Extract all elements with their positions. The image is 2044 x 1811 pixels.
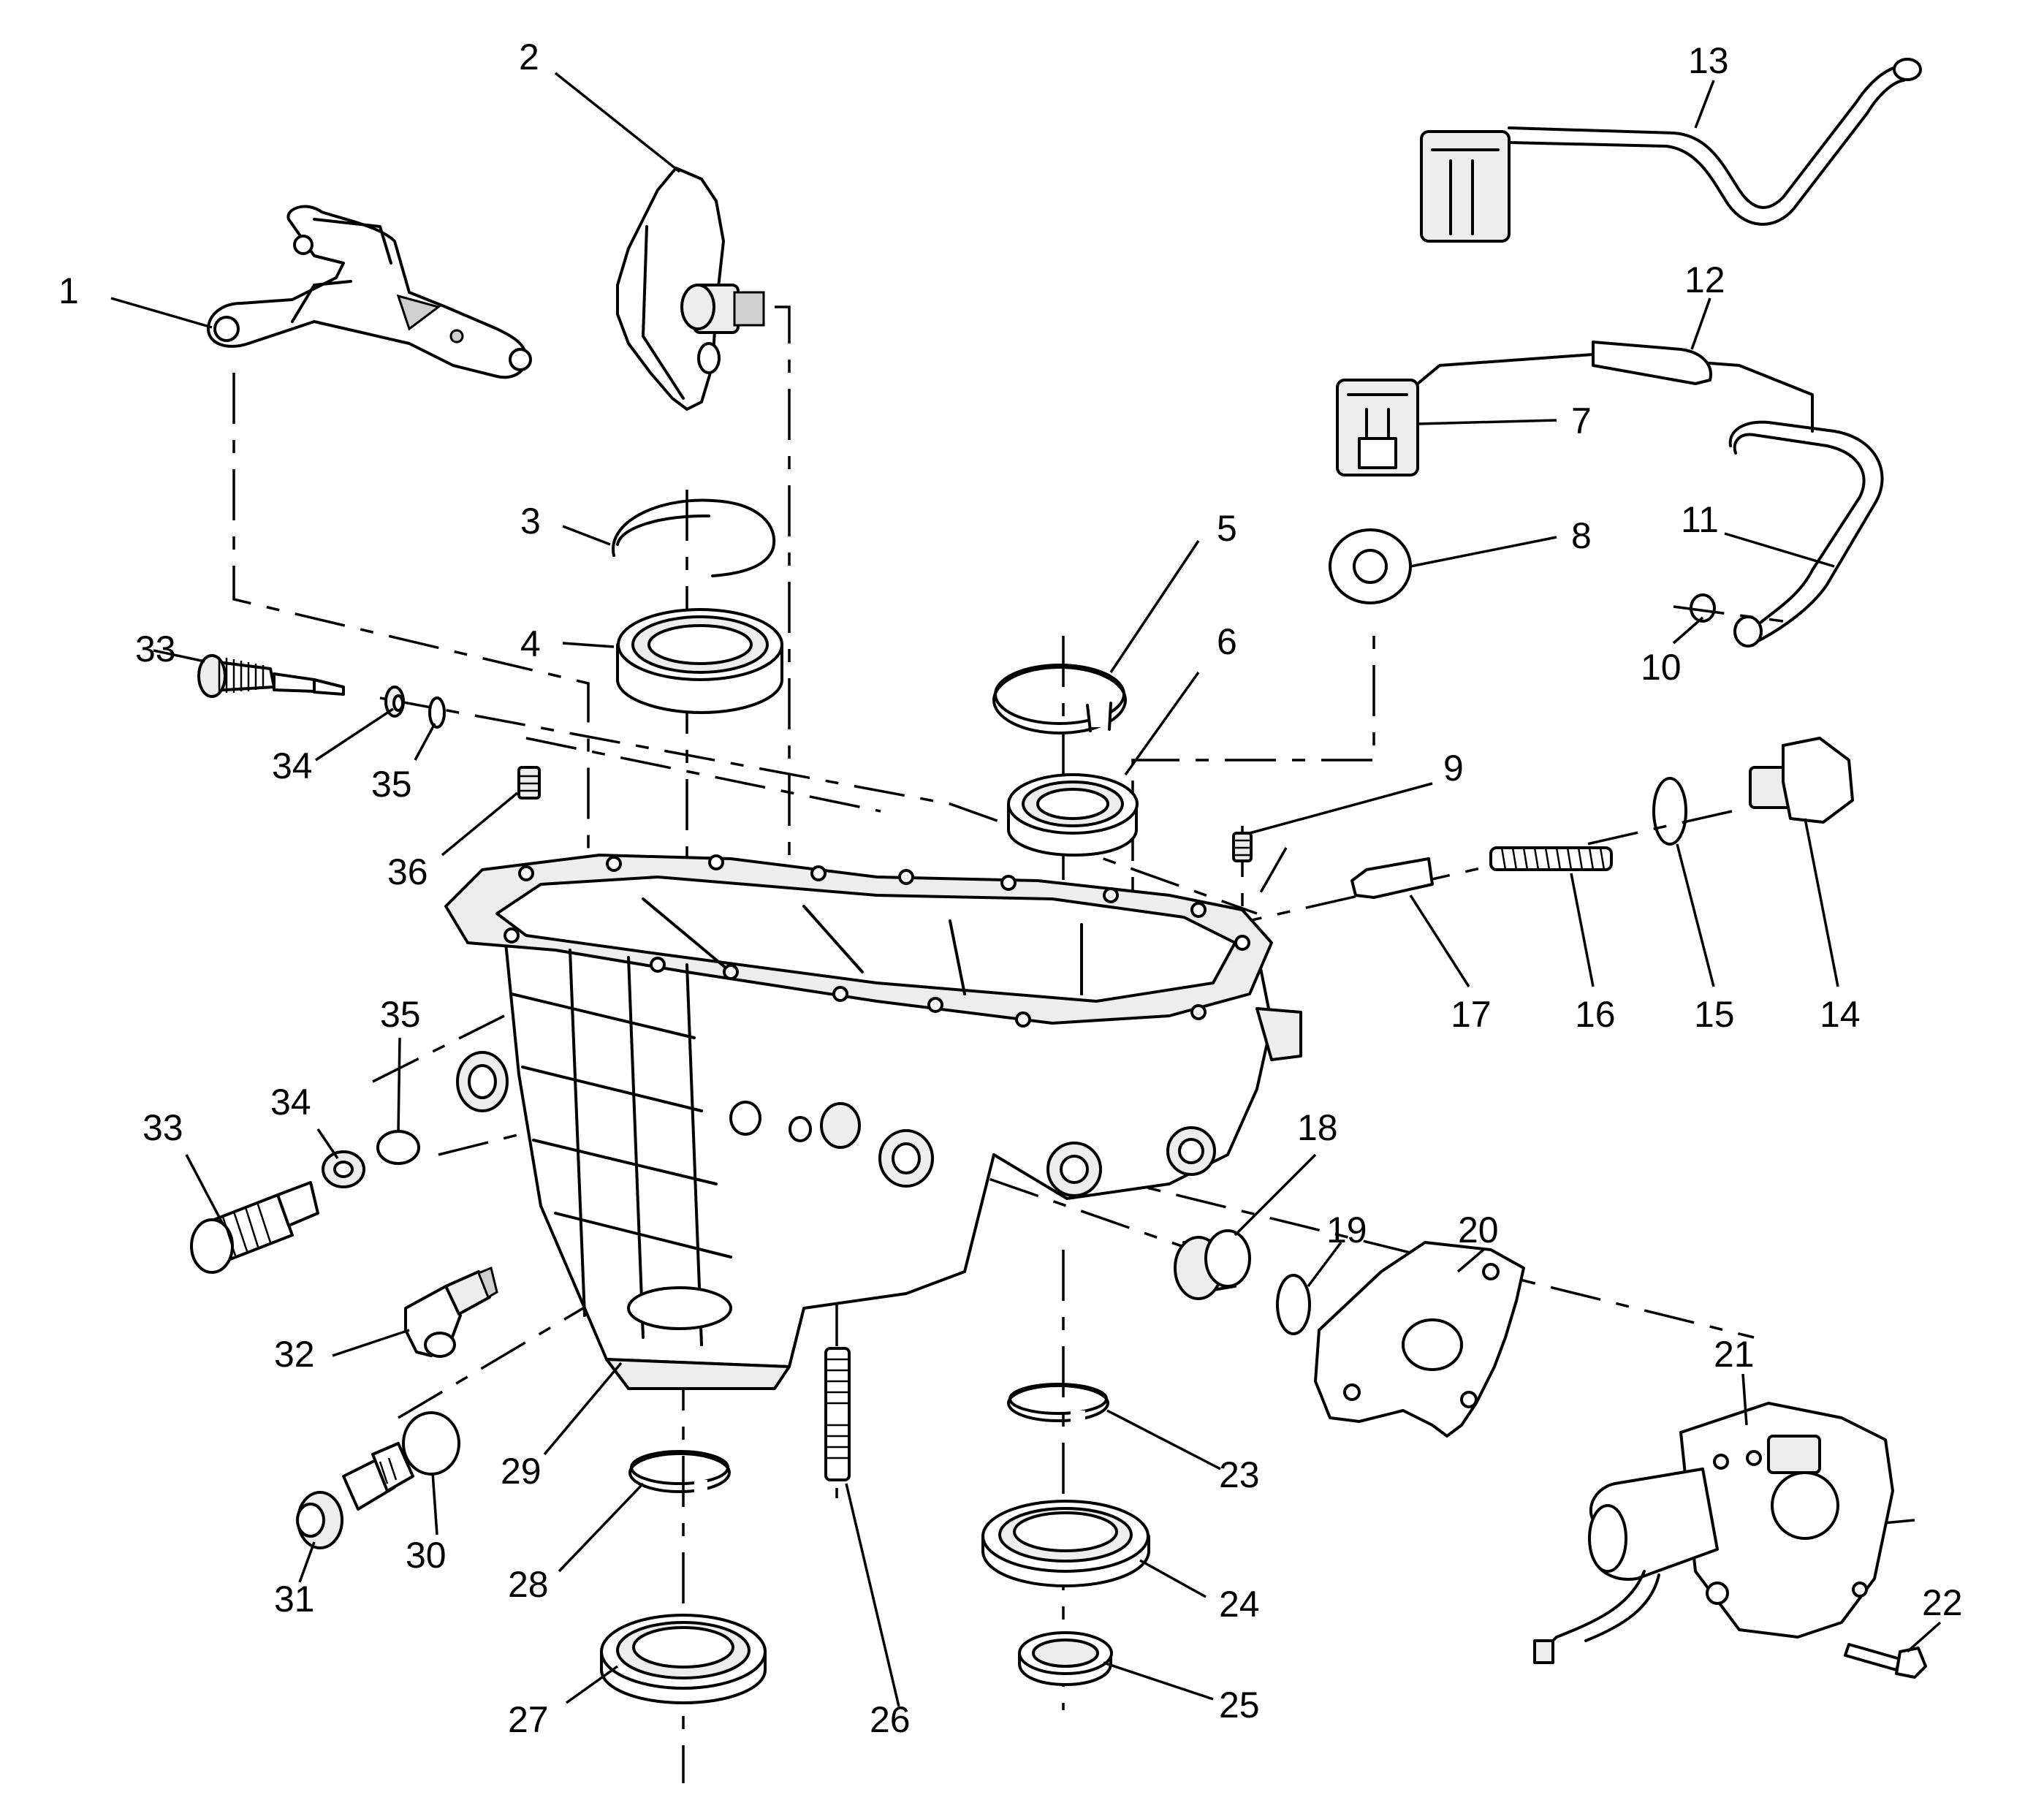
callout-34-upper: 34 <box>272 745 313 786</box>
sensor-icon <box>296 1442 414 1549</box>
bearing-icon <box>616 608 783 714</box>
callout-2: 2 <box>519 37 539 77</box>
callout-3: 3 <box>520 501 541 542</box>
callout-33-lower: 33 <box>143 1107 183 1148</box>
callout-19: 19 <box>1326 1210 1367 1250</box>
switch-icon <box>404 1266 498 1358</box>
callout-5: 5 <box>1217 508 1237 549</box>
bolt-icon <box>1844 1643 1927 1679</box>
shift-fork-icon <box>207 205 532 379</box>
callout-7: 7 <box>1571 400 1592 441</box>
flange-bolt-holes <box>504 854 1250 1028</box>
spring-icon <box>1489 846 1613 871</box>
callout-36: 36 <box>387 851 428 892</box>
callout-34-lower: 34 <box>270 1082 311 1123</box>
callout-28: 28 <box>508 1564 549 1605</box>
plug-icon <box>1749 737 1854 824</box>
wiring-icon <box>1416 341 1814 433</box>
washer-icon <box>1329 528 1412 604</box>
callout-14: 14 <box>1820 994 1861 1035</box>
callout-6: 6 <box>1217 621 1237 662</box>
set-screw-icon <box>1232 832 1253 862</box>
callout-11: 11 <box>1681 499 1719 540</box>
callout-labels: 1 2 3 4 5 6 7 8 9 10 11 12 13 14 15 16 1… <box>58 37 1963 1740</box>
o-ring-30-icon <box>402 1411 460 1476</box>
gasket-icon <box>1314 1241 1525 1438</box>
callout-8: 8 <box>1571 515 1592 556</box>
oil-seal-27-icon <box>600 1614 767 1704</box>
leader-lines <box>110 72 1942 1707</box>
callout-26: 26 <box>870 1699 911 1740</box>
callout-32: 32 <box>274 1334 315 1375</box>
callout-1: 1 <box>58 270 79 311</box>
callout-35-upper: 35 <box>371 764 412 805</box>
callout-29: 29 <box>501 1451 542 1492</box>
shift-plate-icon <box>616 167 765 411</box>
plug-assembly-upper-icon <box>197 654 446 729</box>
callout-33-upper: 33 <box>135 629 176 669</box>
callout-4: 4 <box>520 623 541 664</box>
ring-icon <box>1276 1274 1311 1335</box>
callout-18: 18 <box>1297 1107 1338 1148</box>
o-ring-icon <box>1652 777 1687 846</box>
callout-9: 9 <box>1443 748 1464 789</box>
callout-16: 16 <box>1575 994 1616 1035</box>
callout-22: 22 <box>1922 1582 1963 1623</box>
connector-icon <box>1336 379 1419 477</box>
ball-bearing-icon <box>1007 773 1139 857</box>
snap-ring-28-icon <box>628 1450 731 1493</box>
hose-connector-icon <box>1420 58 1922 243</box>
seal-25-icon <box>1018 1631 1113 1686</box>
callout-35-lower: 35 <box>380 994 421 1035</box>
callout-24: 24 <box>1219 1584 1260 1625</box>
snap-ring-icon <box>612 498 776 577</box>
snap-ring-23-icon <box>1007 1383 1109 1424</box>
retaining-ring-icon <box>992 664 1127 734</box>
callout-30: 30 <box>406 1535 447 1576</box>
plunger-icon <box>1350 857 1434 899</box>
callout-17: 17 <box>1451 994 1492 1035</box>
callout-25: 25 <box>1219 1685 1260 1725</box>
housing-ports <box>456 1051 1216 1197</box>
hose-icon <box>1728 420 1884 648</box>
callout-21: 21 <box>1714 1334 1755 1375</box>
actuator-icon <box>1533 1402 1894 1664</box>
callout-10: 10 <box>1641 647 1682 688</box>
callout-15: 15 <box>1694 994 1735 1035</box>
oil-seal-24-icon <box>981 1500 1150 1587</box>
callout-23: 23 <box>1219 1454 1260 1495</box>
bushing-icon <box>1174 1229 1251 1300</box>
plug-assembly-lower-icon <box>190 1130 420 1274</box>
callout-20: 20 <box>1458 1210 1499 1250</box>
callout-12: 12 <box>1684 259 1725 300</box>
callout-31: 31 <box>274 1579 315 1620</box>
seal-ring-icon <box>1690 593 1716 623</box>
callout-13: 13 <box>1688 40 1729 81</box>
transfer-case-housing-icon <box>444 854 1302 1390</box>
set-screw-36-icon <box>517 766 541 800</box>
stud-icon <box>824 1347 851 1481</box>
callout-27: 27 <box>508 1699 549 1740</box>
